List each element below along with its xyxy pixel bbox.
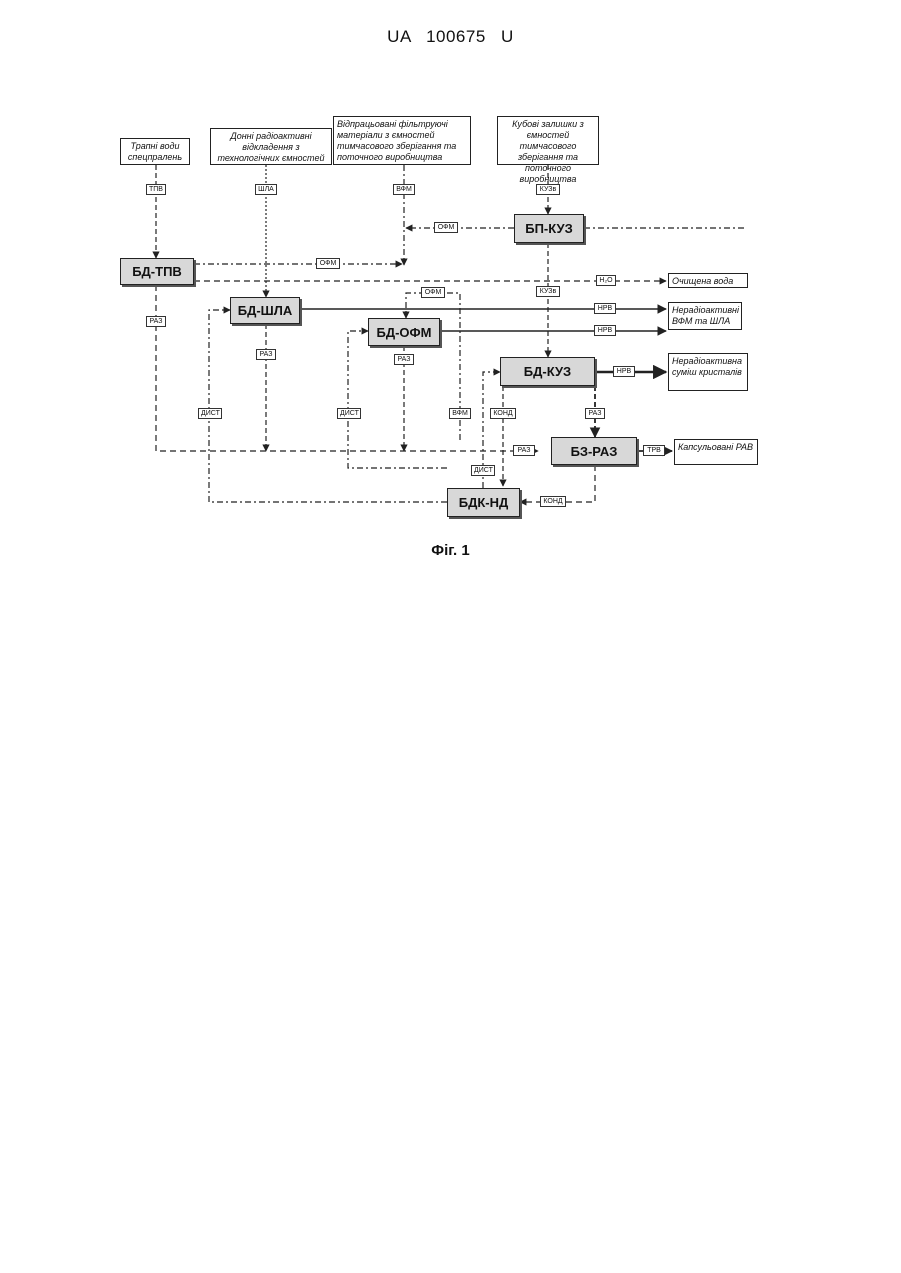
tag-shla: ШЛА xyxy=(255,184,277,195)
block-bp-kuz: БП-КУЗ xyxy=(514,214,584,243)
block-bd-kuz: БД-КУЗ xyxy=(500,357,595,386)
tag-raz-main: РАЗ xyxy=(513,445,535,456)
tag-trv: ТРВ xyxy=(643,445,665,456)
flow-dist2 xyxy=(348,331,447,468)
tag-kuz-top: КУЗв xyxy=(536,184,560,195)
tag-raz-kuz: РАЗ xyxy=(585,408,605,419)
block-bd-ofm: БД-ОФМ xyxy=(368,318,440,346)
source-note-kuz: Кубові залишки з ємностей тимчасового зб… xyxy=(497,116,599,165)
output-note-rav: Капсульовані РАВ xyxy=(674,439,758,465)
tag-nrv1: НРВ xyxy=(594,303,616,314)
tag-nrv2: НРВ xyxy=(594,325,616,336)
tag-kond1: КОНД xyxy=(490,408,516,419)
tag-raz-tpv: РАЗ xyxy=(146,316,166,327)
tag-h2o: H₂O xyxy=(596,275,616,286)
block-bz-raz: БЗ-РАЗ xyxy=(551,437,637,465)
block-bd-tpv: БД-ТПВ xyxy=(120,258,194,285)
output-note-water: Очищена вода xyxy=(668,273,748,288)
tag-raz-ofm: РАЗ xyxy=(394,354,414,365)
tag-ofm-bp: ОФМ xyxy=(434,222,458,233)
source-note-tpv: Трапні води спецпралень xyxy=(120,138,190,165)
tag-ofm-tpv: ОФМ xyxy=(316,258,340,269)
block-bdk-nd: БДК-НД xyxy=(447,488,520,517)
output-note-crystals: Нерадіоактивна суміш кристалів xyxy=(668,353,748,391)
tag-vfm-top: ВФМ xyxy=(393,184,415,195)
output-note-vfm-shla: Нерадіоактивні ВФМ та ШЛА xyxy=(668,302,742,330)
source-note-shla: Донні радіоактивні відкладення з техноло… xyxy=(210,128,332,165)
tag-dist3: ДИСТ xyxy=(471,465,495,476)
tag-kuz-mid: КУЗв xyxy=(536,286,560,297)
tag-ofm-loop: ОФМ xyxy=(421,287,445,298)
tag-vfm-mid: ВФМ xyxy=(449,408,471,419)
tag-raz-shla: РАЗ xyxy=(256,349,276,360)
tag-dist1: ДИСТ xyxy=(198,408,222,419)
figure-caption: Фіг. 1 xyxy=(0,542,901,559)
tag-dist2: ДИСТ xyxy=(337,408,361,419)
tag-nrv3: НРВ xyxy=(613,366,635,377)
tag-tpv: ТПВ xyxy=(146,184,166,195)
tag-kond2: КОНД xyxy=(540,496,566,507)
source-note-vfm: Відпрацьовані фільтруючі матеріали з ємн… xyxy=(333,116,471,165)
block-bd-shla: БД-ШЛА xyxy=(230,297,300,324)
